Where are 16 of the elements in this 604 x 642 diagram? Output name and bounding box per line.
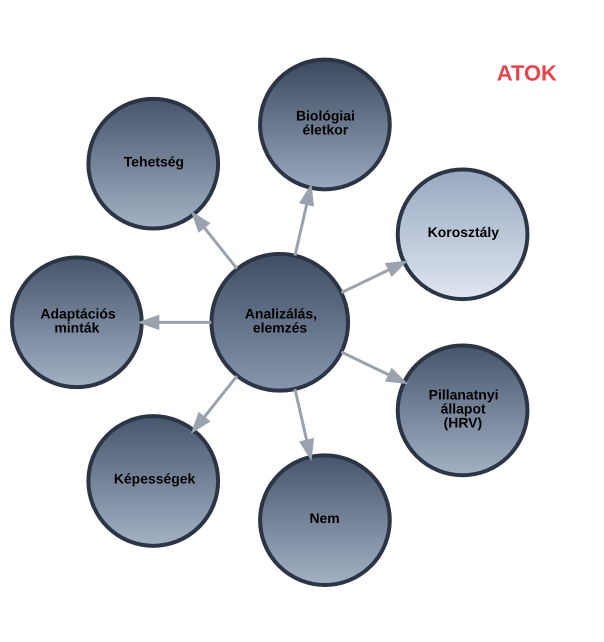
node-circle: Biológiai életkor <box>258 57 392 191</box>
node-circle: Adaptációs minták <box>10 255 144 389</box>
arrow <box>190 374 238 434</box>
node-circle: Nem <box>258 452 392 586</box>
arrow <box>190 210 238 270</box>
node-circle: Analizálás, elemzés <box>209 252 350 392</box>
node-circle: Pillanatnyi állapot (HRV) <box>396 343 530 477</box>
arrow <box>137 314 212 330</box>
label: ATOK <box>496 60 557 86</box>
arrow <box>294 182 314 256</box>
node-circle: Korosztály <box>396 166 530 301</box>
node-circle: Képességek <box>86 414 220 548</box>
arrow <box>294 388 314 461</box>
arrow <box>340 260 408 294</box>
node-circle: Tehetség <box>86 96 220 230</box>
arrow <box>340 350 408 384</box>
